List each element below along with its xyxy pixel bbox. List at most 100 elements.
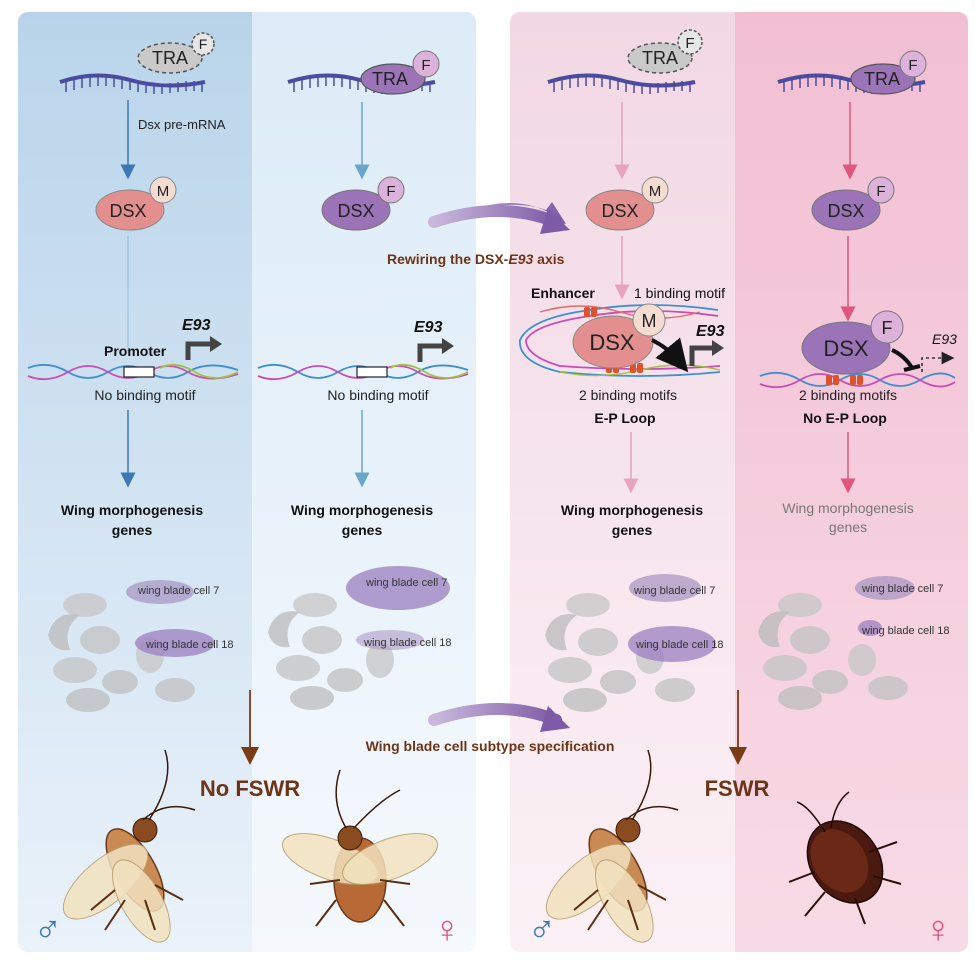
col4-loop-label: No E-P Loop <box>803 410 887 426</box>
col2-cluster-18: wing blade cell 18 <box>363 637 451 649</box>
col3-dsx-bound-isoform <box>632 303 666 337</box>
col3-dsx-bound-isoform-label: M <box>642 311 657 331</box>
col1-tss-arrow <box>185 341 212 360</box>
col3-cluster-18: wing blade cell 18 <box>635 639 723 651</box>
female-symbol-right: ♀ <box>924 909 953 951</box>
col4-cluster-7: wing blade cell 7 <box>861 583 943 595</box>
col3-loop-label: E-P Loop <box>594 410 655 426</box>
col4-target-label-line1: Wing morphogenesis <box>782 500 914 516</box>
col1-binding-label: No binding motif <box>94 387 195 403</box>
col3-cluster-7: wing blade cell 7 <box>633 585 715 597</box>
col4-binding-label: 2 binding motifs <box>799 387 897 403</box>
col2-gene-label: E93 <box>414 319 443 336</box>
male-insect-illustration-1 <box>62 749 196 943</box>
female-cockroach-column-bg <box>735 12 968 952</box>
col2-tra-label: TRA <box>372 69 408 89</box>
col4-repression-arrow <box>891 348 914 370</box>
outcome-no-fswr: No FSWR <box>200 776 300 801</box>
col3-transcript <box>547 73 696 94</box>
col4-dna <box>759 371 956 389</box>
col4-dsx-bound <box>801 321 891 375</box>
col2-dsx-isoform <box>377 176 405 204</box>
col1-tra-partner <box>191 32 215 56</box>
specification-arrow <box>428 703 562 726</box>
col1-tra-protein <box>137 42 203 74</box>
col4-dsx-bound-isoform-label: F <box>882 318 893 338</box>
col4-umap <box>758 576 915 710</box>
rewiring-label: Rewiring the DSX-E93 axis <box>387 251 565 267</box>
col1-dsx-isoform <box>149 176 177 204</box>
col4-dsx-bound-label: DSX <box>823 336 869 361</box>
col1-tra-partner-label: F <box>199 36 208 52</box>
female-insect-illustration-1 <box>281 769 439 927</box>
col3-umap <box>545 574 716 712</box>
col1-target-label-line1: Wing morphogenesis <box>61 502 203 518</box>
col1-target-label-line2: genes <box>112 522 153 538</box>
male-insect-illustration-2 <box>545 749 679 943</box>
col1-transcript-label: Dsx pre-mRNA <box>138 117 226 132</box>
col3-target-label-line1: Wing morphogenesis <box>561 502 703 518</box>
col3-tra-protein <box>627 42 693 74</box>
female-cockroach-illustration <box>788 791 902 925</box>
col3-tra-partner <box>677 29 703 55</box>
col3-tra-partner-label: F <box>685 35 694 52</box>
col3-enhancer-label: Enhancer <box>531 285 595 301</box>
col3-tra-label: TRA <box>642 48 678 68</box>
col1-cluster-18: wing blade cell 18 <box>145 639 233 651</box>
col3-activation-arrow <box>651 337 689 373</box>
col2-tra-partner-label: F <box>421 57 430 74</box>
col3-tss-arrow <box>689 345 714 366</box>
col3-top-motif-label: 1 binding motif <box>634 285 725 301</box>
col1-promoter-label: Promoter <box>104 343 167 359</box>
col2-binding-label: No binding motif <box>327 387 428 403</box>
col1-dsx-protein <box>95 189 165 231</box>
col3-dsx-label: DSX <box>601 201 638 221</box>
col4-dsx-isoform-label: F <box>876 183 885 200</box>
col1-cluster-7: wing blade cell 7 <box>137 585 219 597</box>
col1-dna <box>27 363 239 381</box>
col1-dsx-label: DSX <box>109 201 146 221</box>
col4-target-label-line2: genes <box>829 519 867 535</box>
col3-dsx-protein <box>585 189 655 231</box>
col4-tss-arrow <box>921 351 955 372</box>
female-symbol-left: ♀ <box>433 909 462 951</box>
col2-dsx-isoform-label: F <box>386 183 395 200</box>
col4-dsx-bound-isoform <box>870 310 904 344</box>
col4-tra-partner-label: F <box>908 57 917 74</box>
col3-gene-label: E93 <box>696 323 725 340</box>
outcome-fswr: FSWR <box>705 776 770 801</box>
col1-tra-label: TRA <box>152 48 188 68</box>
col2-target-label-line1: Wing morphogenesis <box>291 502 433 518</box>
col1-gene-label: E93 <box>182 317 211 334</box>
male-symbol-right: ♂ <box>528 909 557 951</box>
col4-dsx-isoform <box>867 176 895 204</box>
col4-tra-partner <box>899 50 927 78</box>
col2-umap <box>268 566 450 710</box>
col2-dsx-protein <box>321 189 391 231</box>
col2-cluster-7: wing blade cell 7 <box>365 577 447 589</box>
col3-target-label-line2: genes <box>612 522 653 538</box>
col4-gene-label: E93 <box>932 331 957 347</box>
specification-label: Wing blade cell subtype specification <box>366 738 615 754</box>
col3-dsx-isoform <box>641 176 669 204</box>
col1-transcript <box>59 73 206 94</box>
col2-dsx-label: DSX <box>337 201 374 221</box>
col2-dna <box>257 363 469 381</box>
col4-cluster-18: wing blade cell 18 <box>861 625 949 637</box>
col2-tss-arrow <box>417 343 444 362</box>
male-control-column-bg <box>18 12 252 952</box>
col4-dsx-protein <box>811 189 881 231</box>
col3-dsx-bound-label: DSX <box>589 330 635 355</box>
col4-tra-protein <box>850 63 916 95</box>
col2-tra-protein <box>360 63 426 95</box>
col4-dsx-label: DSX <box>827 201 864 221</box>
col1-umap <box>48 580 215 712</box>
col2-target-label-line2: genes <box>342 522 383 538</box>
col3-binding-label: 2 binding motifs <box>579 387 677 403</box>
col3-dsx-isoform-label: M <box>649 183 662 200</box>
col1-dsx-isoform-label: M <box>157 183 170 200</box>
col2-tra-partner <box>412 50 440 78</box>
col4-tra-label: TRA <box>864 69 900 89</box>
